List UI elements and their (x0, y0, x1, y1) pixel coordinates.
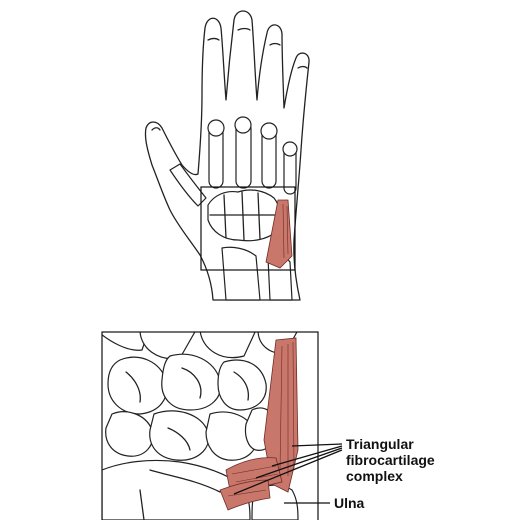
inset-frame (101, 331, 319, 520)
hand-bones (169, 116, 298, 242)
inset-indicator-box (200, 186, 296, 271)
radius-large (102, 459, 251, 520)
carpal-bone (217, 359, 267, 411)
ulna-label: Ulna (334, 495, 365, 511)
carpal-bone (149, 410, 210, 461)
magnified-wrist-inset (101, 331, 343, 520)
radius-small (221, 246, 261, 301)
carpal-bone (105, 411, 154, 457)
hand-illustration (144, 10, 310, 301)
tfcc-label-line3: complex (346, 468, 403, 484)
tfcc-label-line1: Triangular (346, 436, 414, 452)
tfcc-ligament-lower (219, 479, 271, 511)
tfcc-small (265, 199, 293, 269)
tfcc-label-line2: fibrocartilage (346, 452, 435, 468)
carpal-bone (205, 411, 258, 461)
tfcc-leader-lines (233, 443, 343, 495)
carpal-bone (161, 353, 222, 411)
